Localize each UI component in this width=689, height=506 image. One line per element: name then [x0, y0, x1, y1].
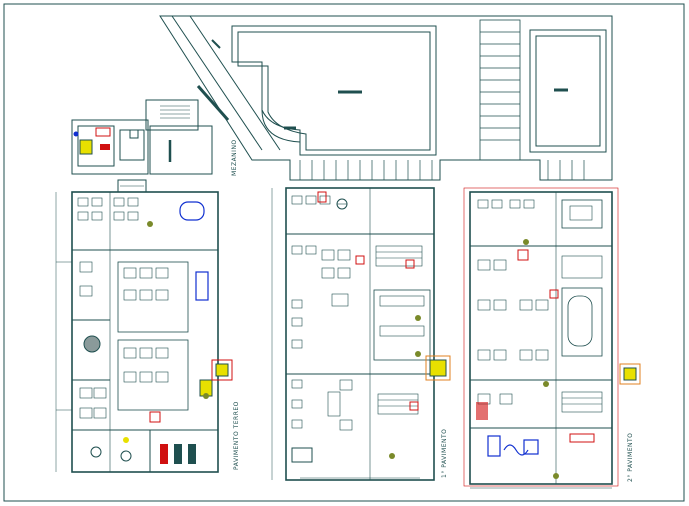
ground-floor-plan	[55, 179, 233, 473]
mezzanine-plan	[71, 99, 213, 175]
sheet-border	[3, 3, 685, 502]
second-floor-plan	[463, 187, 641, 489]
label-mezzanine: MEZANINO	[231, 139, 238, 176]
label-second-floor: 2° PAVIMENTO	[627, 433, 634, 482]
parking-front	[299, 160, 585, 180]
first-floor-plan	[271, 187, 451, 481]
label-first-floor: 1° PAVIMENTO	[441, 429, 448, 478]
parking-block-1	[479, 19, 521, 161]
label-ground-floor: PAVIMENTO TERREO	[233, 401, 240, 470]
site-plan	[159, 15, 613, 181]
